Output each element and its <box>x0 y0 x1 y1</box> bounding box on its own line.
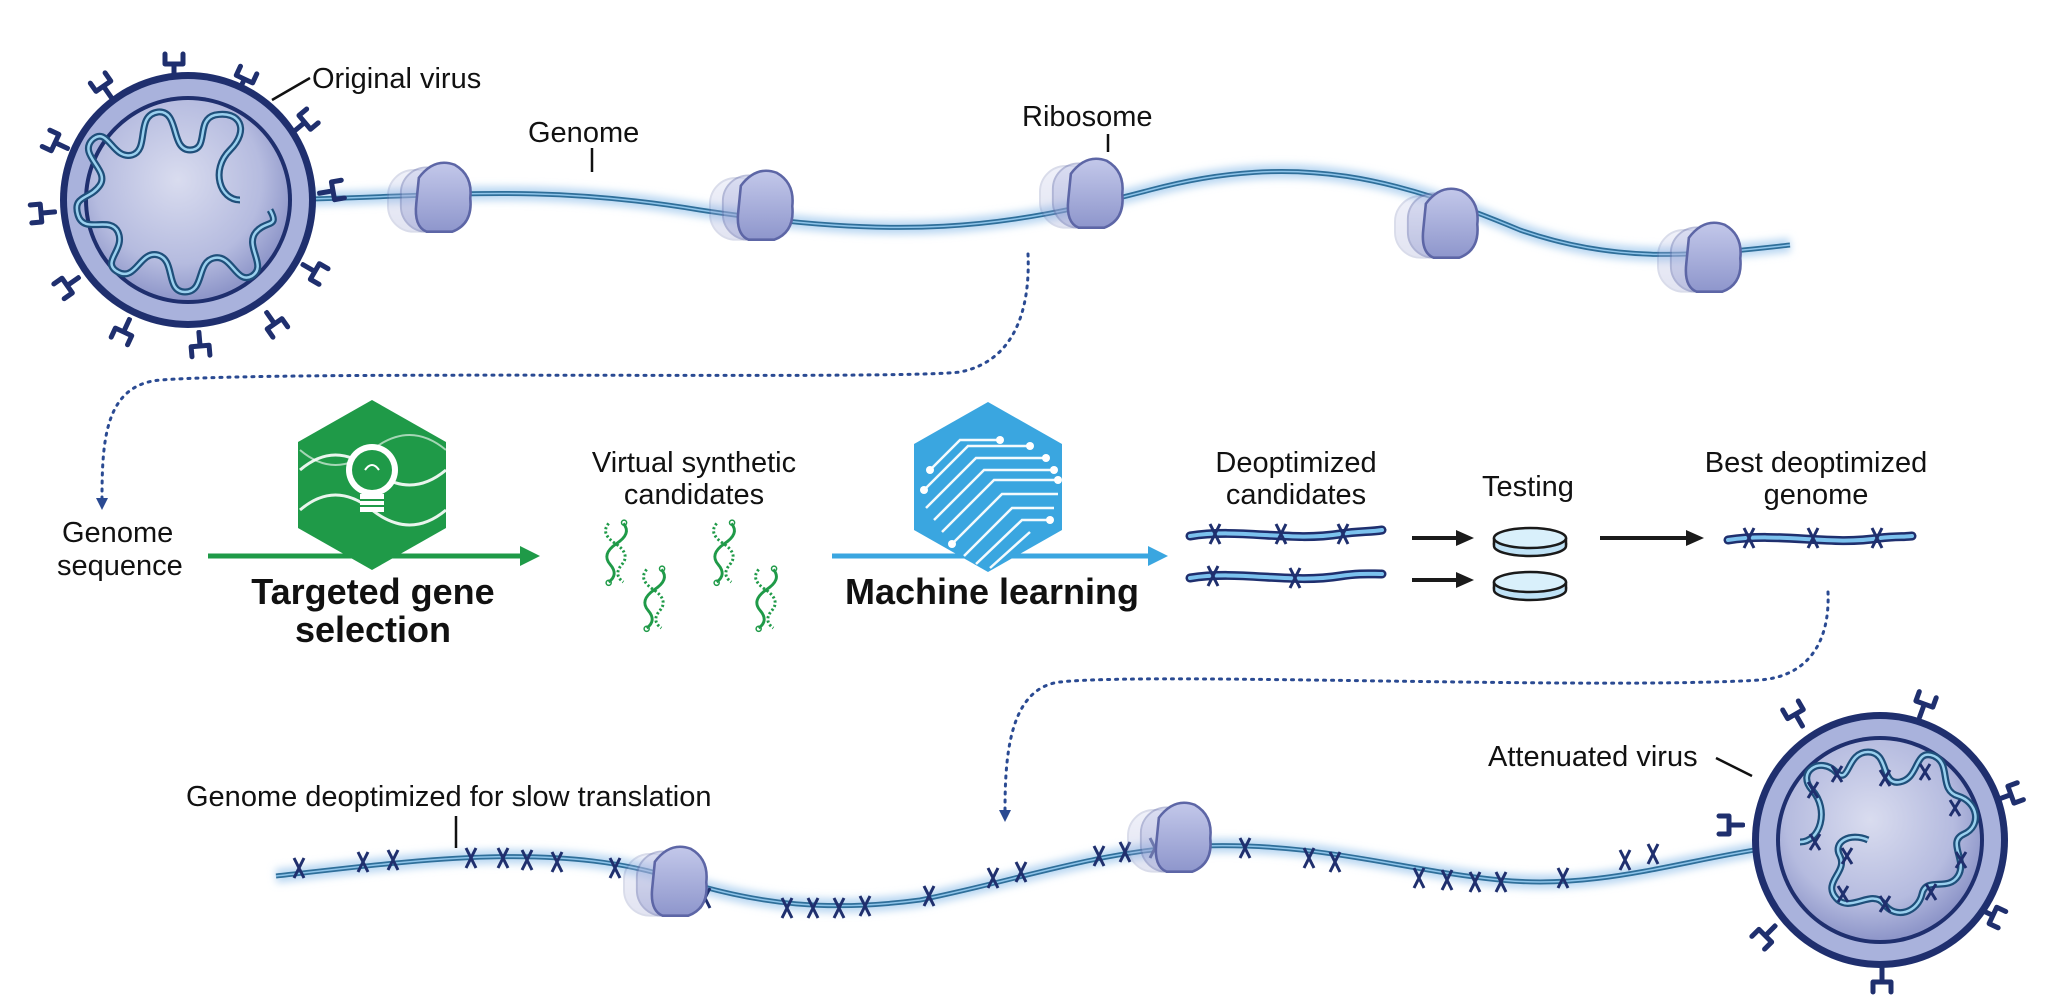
top-callouts: Original virus Genome Ribosome <box>271 63 1153 172</box>
svg-text:candidates: candidates <box>1226 479 1366 511</box>
svg-text:Genome: Genome <box>62 517 173 549</box>
deoptimized-strands <box>1185 523 1387 589</box>
svg-text:Targeted gene: Targeted gene <box>251 571 494 612</box>
label-original-virus: Original virus <box>312 63 481 95</box>
dotted-arrowhead-bottom <box>999 810 1011 822</box>
svg-text:selection: selection <box>295 609 451 650</box>
deoptimized-candidates-label: Deoptimized candidates <box>1215 447 1376 511</box>
attenuated-virus <box>1719 692 2023 992</box>
label-genome-deoptimized: Genome deoptimized for slow translation <box>186 781 711 813</box>
dna-double-helix-icon <box>641 564 667 633</box>
genome-sequence-label: Genome sequence <box>57 517 183 582</box>
petri-dish-icon <box>1492 526 1568 558</box>
virtual-synthetic-candidates-label: Virtual synthetic candidates <box>592 447 796 511</box>
best-arrow <box>1600 530 1704 546</box>
lightbulb-dna-hexagon-icon <box>298 400 447 570</box>
svg-text:candidates: candidates <box>624 479 764 511</box>
svg-text:genome: genome <box>1764 479 1869 511</box>
best-genome-strand <box>1723 527 1917 549</box>
svg-text:sequence: sequence <box>57 550 183 582</box>
testing-arrows <box>1412 530 1474 588</box>
dotted-path-top <box>100 252 1030 502</box>
dna-candidates <box>603 518 779 633</box>
circuit-hexagon-icon <box>914 402 1062 572</box>
dna-double-helix-icon <box>603 518 629 587</box>
genome-deoptimized-callout: Genome deoptimized for slow translation <box>186 781 711 848</box>
targeted-gene-selection-label: Targeted gene selection <box>251 571 494 650</box>
dna-double-helix-icon <box>711 518 737 587</box>
dotted-path-bottom <box>1003 590 1830 814</box>
top-genome-strand <box>239 164 1791 262</box>
best-deoptimized-genome-label: Best deoptimized genome <box>1705 447 1927 511</box>
original-virus <box>30 54 344 357</box>
petri-dish-icon <box>1492 570 1568 602</box>
bottom-genome-strand <box>275 831 1882 919</box>
top-ribosomes <box>386 157 1743 294</box>
label-genome: Genome <box>528 117 639 149</box>
dna-double-helix-icon <box>753 564 779 633</box>
label-ribosome: Ribosome <box>1022 101 1153 133</box>
label-attenuated-virus: Attenuated virus <box>1488 741 1698 773</box>
testing-label: Testing <box>1482 471 1574 503</box>
attenuated-virus-callout: Attenuated virus <box>1488 741 1753 778</box>
svg-text:Best deoptimized: Best deoptimized <box>1705 447 1927 479</box>
svg-text:Deoptimized: Deoptimized <box>1215 447 1376 479</box>
machine-learning-label: Machine learning <box>845 571 1139 612</box>
dotted-arrowhead-top <box>96 498 108 510</box>
svg-text:Virtual synthetic: Virtual synthetic <box>592 447 796 479</box>
